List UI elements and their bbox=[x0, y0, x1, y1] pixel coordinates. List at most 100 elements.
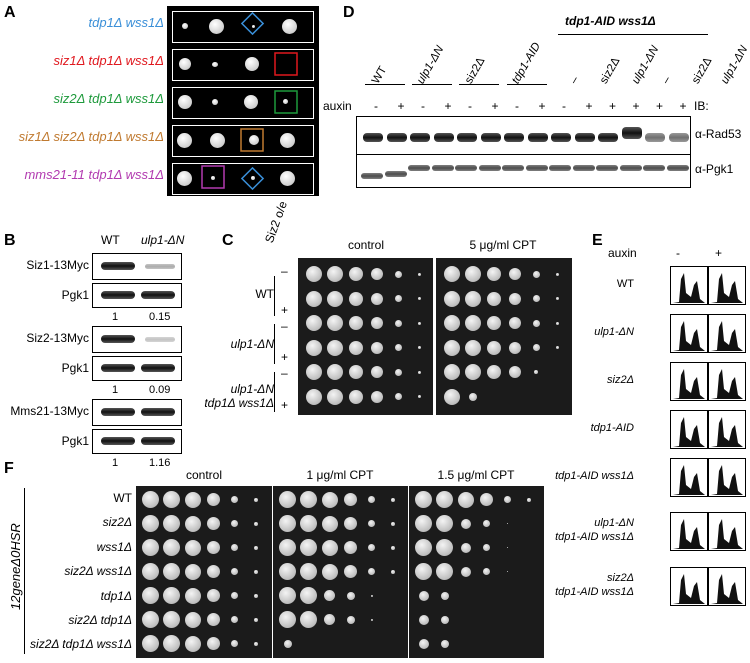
facs-histogram bbox=[708, 362, 746, 401]
spot-colony bbox=[231, 544, 238, 551]
spot-colony bbox=[163, 539, 180, 556]
spot-colony bbox=[460, 542, 471, 553]
blot-label: Siz1-13Myc bbox=[26, 258, 89, 272]
panel-b-header-wt: WT bbox=[101, 233, 120, 247]
pgk1-band bbox=[549, 165, 571, 171]
spot-colony bbox=[457, 491, 474, 508]
quant-value: 1 bbox=[112, 311, 119, 323]
spore-colony bbox=[212, 99, 218, 105]
spot-colony bbox=[231, 520, 238, 527]
facs-row-label: ulp1-ΔN bbox=[594, 517, 634, 529]
facs-histogram bbox=[670, 410, 708, 449]
pgk1-band bbox=[666, 165, 689, 171]
spot-colony bbox=[440, 639, 449, 648]
panel-c-condition: control bbox=[347, 238, 385, 252]
sign-label: – bbox=[281, 264, 288, 278]
blot-band bbox=[141, 364, 175, 372]
spore-colony bbox=[179, 58, 191, 70]
spot-colony bbox=[142, 611, 159, 628]
spot-colony bbox=[418, 614, 429, 625]
spot-colony bbox=[163, 611, 180, 628]
rad53-band bbox=[645, 133, 665, 142]
spot-colony bbox=[509, 366, 521, 378]
panel-f-strain: siz2Δ bbox=[102, 515, 132, 530]
spot-colony bbox=[327, 266, 343, 282]
spot-colony bbox=[370, 594, 373, 597]
spot-colony bbox=[231, 496, 238, 503]
spot-colony bbox=[507, 547, 508, 548]
panel-f-condition: control bbox=[185, 468, 223, 482]
spot-colony bbox=[253, 497, 258, 502]
spot-colony bbox=[417, 370, 421, 374]
spot-colony bbox=[306, 266, 322, 282]
facs-curve bbox=[711, 417, 743, 447]
panel-d-strain-label: siz2Δ bbox=[690, 55, 715, 86]
marker-blue-diamond bbox=[240, 11, 265, 36]
spore-colony bbox=[244, 95, 258, 109]
spot-colony bbox=[507, 571, 508, 572]
blot-band bbox=[145, 264, 175, 269]
spot-colony bbox=[279, 611, 296, 628]
spot-colony bbox=[371, 390, 383, 403]
spot-colony bbox=[327, 290, 343, 307]
spot-colony bbox=[279, 515, 296, 532]
pgk1-band bbox=[455, 165, 477, 171]
spot-colony bbox=[184, 635, 201, 652]
sign-label: – bbox=[281, 366, 288, 380]
panel-d-letter: D bbox=[343, 4, 355, 21]
spot-colony bbox=[300, 611, 317, 628]
facs-curve bbox=[673, 519, 705, 549]
facs-histogram bbox=[708, 266, 746, 305]
spot-colony bbox=[390, 521, 395, 526]
auxin-sign: + bbox=[632, 99, 640, 113]
spot-colony bbox=[207, 541, 220, 554]
spot-colony bbox=[465, 266, 481, 282]
blot-band bbox=[101, 437, 135, 445]
spot-colony bbox=[440, 591, 449, 600]
spot-colony bbox=[231, 616, 238, 623]
siz2-oe-label: Siz2 o/e bbox=[262, 199, 290, 245]
spot-colony bbox=[163, 515, 180, 532]
facs-histogram-curve bbox=[673, 465, 705, 495]
spot-colony bbox=[321, 539, 338, 556]
facs-histogram-curve bbox=[673, 369, 705, 399]
spot-colony bbox=[487, 267, 501, 281]
spot-colony bbox=[394, 393, 402, 400]
spot-assay-plate-control bbox=[298, 258, 433, 415]
spot-colony bbox=[394, 368, 402, 376]
panel-c-condition: 5 μg/ml CPT bbox=[469, 238, 537, 252]
panel-c-strain: ulp1-ΔN bbox=[230, 382, 274, 396]
auxin-sign: + bbox=[679, 99, 687, 113]
spot-colony bbox=[483, 568, 490, 575]
panel-d-ib-label: IB: bbox=[694, 99, 709, 113]
spot-colony bbox=[417, 395, 421, 398]
spot-colony bbox=[460, 566, 471, 577]
facs-curve bbox=[711, 465, 743, 495]
spore-colony bbox=[178, 95, 192, 109]
spot-colony bbox=[460, 518, 471, 529]
marker-orange-square bbox=[240, 128, 264, 152]
pgk1-band bbox=[643, 165, 665, 171]
spot-colony bbox=[555, 272, 559, 276]
spot-colony bbox=[526, 497, 531, 502]
spot-colony bbox=[321, 491, 338, 508]
panel-d-strain-label: siz2Δ bbox=[598, 55, 623, 86]
facs-histogram bbox=[708, 410, 746, 449]
pgk1-band bbox=[361, 173, 383, 179]
spot-colony bbox=[534, 370, 538, 374]
facs-histogram-curve bbox=[673, 417, 705, 447]
facs-histogram bbox=[708, 567, 746, 606]
spot-colony bbox=[417, 297, 421, 300]
spot-colony bbox=[207, 517, 220, 530]
strain-bracket bbox=[274, 372, 275, 412]
spot-colony bbox=[253, 545, 258, 550]
panel-e-sign: - bbox=[676, 246, 680, 260]
panel-e-sign: + bbox=[715, 246, 723, 260]
facs-curve bbox=[673, 369, 705, 399]
sign-label: + bbox=[281, 398, 289, 412]
rad53-band bbox=[386, 133, 407, 142]
strain-bracket bbox=[274, 324, 275, 364]
quant-value: 0.09 bbox=[149, 384, 171, 396]
spot-colony bbox=[306, 339, 322, 356]
